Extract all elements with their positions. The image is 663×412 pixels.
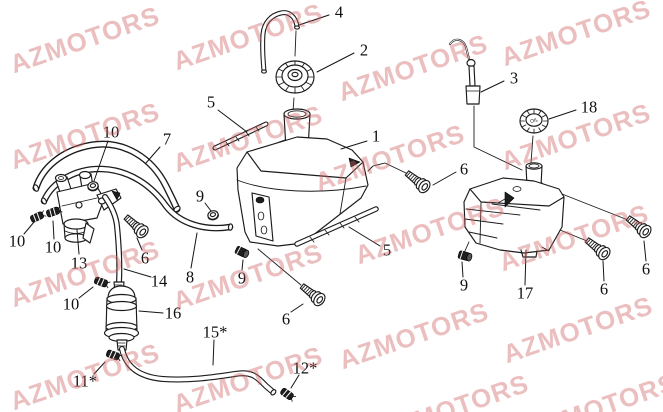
hose-clip-drawing	[279, 386, 297, 403]
assembly-line	[530, 135, 534, 164]
part-number-label: 6	[460, 160, 468, 179]
assembly-line	[559, 229, 588, 242]
part-number-label: 10	[63, 295, 80, 314]
hose-clip-drawing	[29, 209, 47, 224]
hose-clip-drawing	[93, 275, 111, 289]
bolt-drawing	[402, 167, 433, 196]
leader-line	[524, 249, 527, 286]
leader-line	[461, 261, 464, 278]
part-number-label: 18	[581, 98, 598, 117]
part-number-label: 17	[517, 284, 534, 303]
leader-line	[348, 226, 381, 247]
part-number-label: 3	[510, 69, 518, 88]
assembly-line	[561, 193, 629, 221]
leader-line	[145, 146, 161, 164]
hose-clamp-drawing	[233, 245, 251, 260]
leader-line	[23, 221, 35, 235]
leader-line	[78, 286, 94, 299]
fuel-hose-15-drawing	[119, 346, 277, 396]
leader-lines-layer	[23, 14, 647, 389]
part-number-label: 10	[9, 232, 26, 251]
part-number-label: 12*	[293, 359, 318, 378]
assembly-line	[367, 162, 409, 175]
part-number-label: 6	[141, 249, 149, 268]
part-number-label: 9	[238, 269, 246, 288]
bolt-drawing	[120, 211, 152, 241]
bolt-drawing	[623, 212, 654, 241]
part-number-label: 6	[600, 280, 608, 299]
leader-line	[76, 229, 80, 255]
leader-line	[241, 259, 244, 271]
bolt-drawing	[297, 280, 328, 309]
rubber-strip-top-drawing	[212, 121, 269, 151]
part-number-label: 11*	[73, 372, 97, 391]
rubber-strip-bottom-drawing	[294, 206, 379, 247]
oil-cap-drawing: OIL	[519, 108, 549, 164]
part-number-label: 10	[103, 123, 120, 142]
leader-line	[432, 171, 457, 186]
vent-tube-drawing	[260, 10, 300, 74]
leader-line	[93, 361, 106, 375]
part-number-label: 5	[207, 93, 215, 112]
fuel-hose-7-drawing	[32, 140, 181, 213]
assembly-line	[463, 241, 470, 254]
part-number-label: 10	[45, 238, 62, 257]
fuel-valve-drawing	[54, 170, 122, 244]
hose-clamp-drawing	[457, 249, 474, 263]
bolt-drawing	[582, 234, 613, 263]
oil-tank-drawing	[463, 162, 565, 258]
leader-line	[138, 310, 164, 314]
leader-line	[298, 14, 330, 26]
part-number-label: 13	[71, 254, 88, 273]
part-number-label: 15*	[203, 323, 228, 342]
part-number-label: 8	[186, 268, 194, 287]
fuel-hose-14-drawing	[102, 194, 123, 285]
leader-line	[480, 80, 505, 93]
oil-cap-text: OIL	[530, 117, 540, 125]
part-number-label: 9	[460, 276, 468, 295]
assembly-line	[257, 248, 302, 286]
part-number-label: 6	[282, 310, 290, 329]
fuel-filter-drawing	[103, 281, 140, 351]
part-number-label: 9	[196, 187, 204, 206]
leader-line	[548, 109, 577, 120]
fuel-tank-drawing	[236, 108, 369, 247]
leader-line	[190, 232, 198, 269]
leader-line	[316, 52, 355, 73]
leader-line	[217, 109, 248, 133]
assembly-line	[473, 105, 523, 171]
oil-level-sensor-drawing	[449, 38, 523, 171]
part-number-label: 14	[151, 272, 168, 291]
leader-line	[204, 202, 212, 212]
leader-line	[136, 237, 143, 251]
leader-line	[602, 260, 605, 282]
leader-line	[290, 374, 300, 389]
leader-line	[212, 339, 215, 366]
leader-line	[643, 240, 647, 262]
part-number-label: 6	[642, 260, 650, 279]
part-number-label: 16	[165, 304, 182, 323]
part-number-label: 1	[372, 127, 380, 146]
part-number-label: 4	[335, 3, 343, 22]
part-number-label: 7	[163, 130, 171, 149]
hose-clamp-drawing	[206, 208, 220, 222]
part-number-label: 2	[360, 41, 368, 60]
leader-line	[340, 140, 368, 150]
leader-line	[52, 220, 55, 240]
fuel-cap-drawing	[275, 60, 315, 94]
leader-line	[123, 268, 152, 278]
part-number-label: 5	[383, 241, 391, 260]
leader-line	[93, 140, 109, 182]
leader-line	[290, 303, 304, 313]
